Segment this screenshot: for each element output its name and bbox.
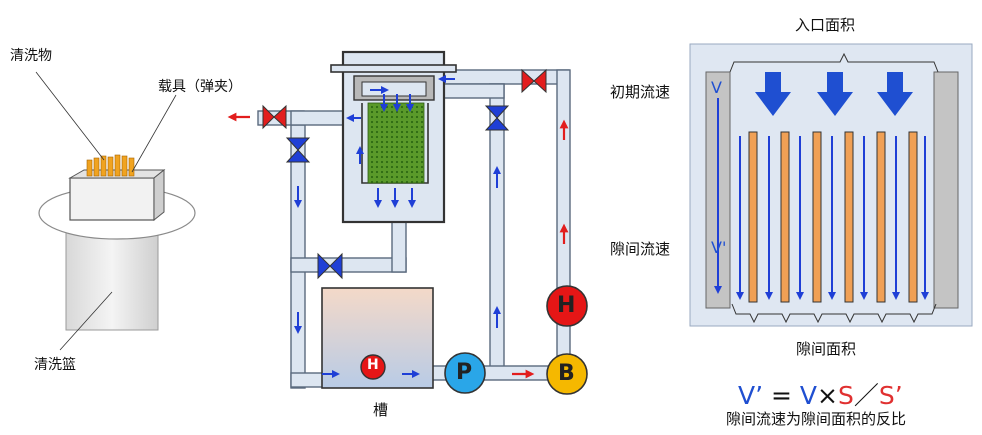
initial-velocity-label: 初期流速	[610, 83, 671, 101]
gap-area-label: 隙间面积	[796, 340, 857, 358]
flow-diagram	[227, 50, 588, 395]
pump	[444, 352, 486, 394]
chamber-lid	[330, 64, 457, 73]
inlet-area-label: 入口面积	[795, 16, 856, 34]
leader-carrier	[131, 94, 177, 173]
wash-items	[86, 154, 135, 177]
big-inlet-arrows	[755, 72, 913, 116]
wall-right	[933, 71, 959, 309]
gap-flow-lines	[714, 98, 929, 300]
b-symbol: B	[558, 361, 575, 386]
heater-line-symbol: H	[557, 293, 576, 318]
valve-mid-right	[484, 105, 510, 131]
flow-arrows-blue	[294, 75, 501, 378]
valve-top-right	[521, 68, 547, 94]
pipes	[257, 69, 571, 391]
formula-sprime: S’	[878, 381, 903, 410]
basket-body	[65, 221, 159, 331]
tank-label: 槽	[373, 401, 389, 419]
valve-left-down	[285, 137, 311, 163]
formula: V’ = V×S／S’	[738, 376, 903, 412]
valve-left-top	[262, 104, 287, 130]
vprime-label: V'	[711, 238, 727, 257]
pipe-top-to-mid	[436, 83, 505, 99]
pipe-left-to-chamber	[290, 110, 347, 126]
carrier-side	[153, 168, 165, 222]
v-label: V	[711, 78, 722, 97]
formula-v: V	[799, 381, 818, 410]
wash-load	[367, 102, 425, 184]
formula-s: S	[837, 381, 854, 410]
formula-lhs: V’	[738, 381, 764, 410]
leader-wash-item	[35, 71, 105, 161]
formula-times: ×	[817, 381, 838, 410]
basket-illustration	[35, 71, 196, 351]
formula-eq: =	[763, 381, 800, 410]
formula-caption: 隙间流速为隙间面积的反比	[726, 410, 907, 428]
gap-flow-panel	[689, 43, 973, 327]
inlet-brace	[729, 52, 939, 73]
carrier-label: 载具（弹夹）	[158, 79, 242, 95]
wash-item-label: 清洗物	[10, 48, 52, 64]
pipe-chamber-down	[391, 219, 407, 273]
plates	[748, 131, 918, 303]
carrier-block	[69, 177, 155, 221]
valve-bypass	[317, 252, 343, 280]
b-unit	[546, 353, 588, 395]
leader-basket	[59, 291, 113, 351]
pump-symbol: P	[456, 360, 473, 385]
pipe-bypass	[290, 257, 407, 273]
heater-tank-symbol: H	[367, 357, 379, 373]
formula-div: ／	[853, 381, 879, 410]
gap-brace	[731, 303, 937, 324]
basket-label: 清洗篮	[34, 357, 76, 373]
heater-tank	[360, 354, 386, 380]
chamber-nozzle	[361, 81, 427, 97]
gap-velocity-label: 隙间流速	[610, 240, 671, 258]
flow-arrows-red	[227, 112, 569, 379]
heater-line	[546, 285, 588, 327]
